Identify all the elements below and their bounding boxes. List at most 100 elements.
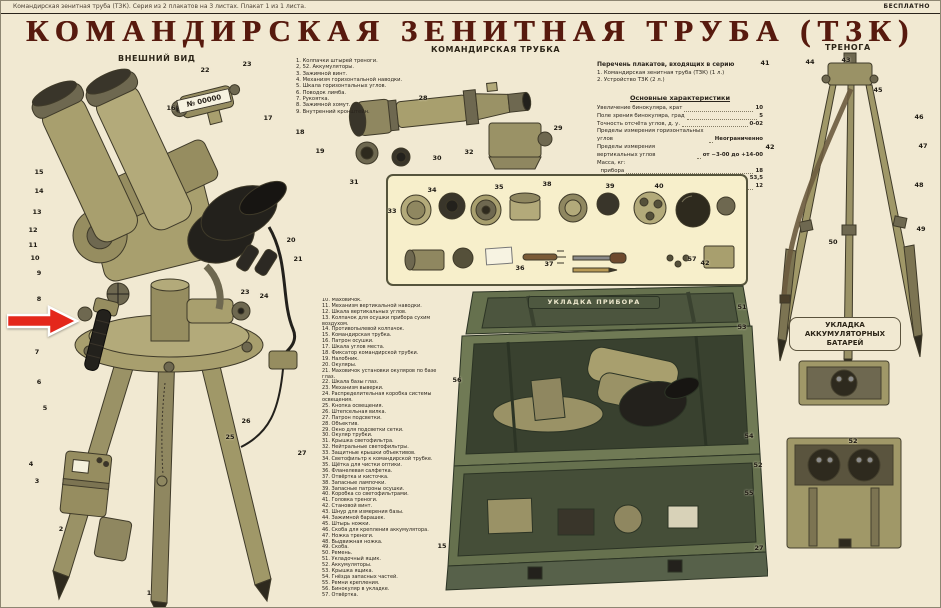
parts-list-item: 54. Гнёзда запасных частей. [322,573,398,580]
parts-list-item: 14. Противопылевой колпачок. [322,326,405,333]
case-illustration [445,285,768,591]
spec-value: 5 [759,112,763,119]
spec-leader [708,142,713,144]
header-bar: Командирская зенитная труба (ТЗК). Серия… [1,1,940,14]
parts-list-item: 47. Ножка треноги. [322,532,374,539]
spec-value: 0-02 [749,120,764,127]
parts-list-item: 3. Зажимной винт. [296,70,348,77]
parts-list-item: 13. Колпачок для осушки прибора сухим во… [322,314,431,327]
parts-list-item: 25. Кнопка освещения. [322,403,384,410]
parts-list-item: 57. Отвёртка. [322,591,359,598]
parts-list-item: 15. Командирская трубка. [322,332,392,339]
parts-list-item: 45. Штырь ножки. [322,520,371,527]
parts-list-item: 2, 52. Аккумуляторы. [296,64,355,71]
parts-list-item: 9. Внутренний кронштейн. [296,108,370,115]
spec-row: Поле зрения бинокуляра, град 5 [597,113,763,121]
spec-leader [684,110,754,112]
parts-list-item: 27. Патрон подсветки. [322,414,382,421]
series-item: 1. Командирская зенитная труба (ТЗК) (1 … [597,70,725,76]
parts-list-item: 51. Укладочный ящик. [322,556,381,563]
red-arrow-icon [7,304,79,338]
spec-row: Пределы измерения вертикальных углов от −… [597,144,763,160]
spec-value: 18 [755,167,763,174]
device-handle [84,297,120,371]
spec-row: Точность отсчёта углов, д. у. 0-02 [597,121,763,129]
header-right-text: БЕСПЛАТНО [883,3,930,10]
parts-list-item: 34. Светофильтр к командирской трубке. [322,456,433,463]
parts-list-item: 18. Фиксатор командирской трубки. [322,350,419,357]
header-left-text: Командирская зенитная труба (ТЗК). Серия… [13,3,307,10]
parts-list-item: 40. Коробка со светофильтрами. [322,491,409,498]
spec-leader [626,173,754,175]
parts-list-item: 37. Отвёртка и кисточка. [322,473,389,480]
spec-leader [696,157,701,159]
parts-list-item: 52. Аккумуляторы. [322,562,372,569]
spare-parts-illustration [400,191,736,273]
spec-label: Точность отсчёта углов, д. у. [597,120,681,127]
parts-list-top: 1. Колпачки штырей треноги.2, 52. Аккуму… [296,58,416,144]
parts-list-item: 12. Шкала вертикальных углов. [322,308,407,315]
parts-list-item: 55. Ремни крепления. [322,579,380,586]
parts-list-item: 8. Зажимной хомут. [296,102,351,109]
spec-row: Масса, кг: [597,160,763,168]
parts-list-item: 17. Шкала углов места. [322,344,385,351]
parts-list-item: 49. Скоба. [322,544,349,551]
parts-list-item: 35. Щётка для чистки оптики. [322,461,402,468]
parts-list-item: 21. Маховичок установки окуляров по базе… [322,367,437,380]
series-items: 1. Командирская зенитная труба (ТЗК) (1 … [597,70,763,84]
binocular-tubes [31,68,219,243]
parts-list-item: 36. Фланелевая салфетка. [322,467,393,474]
parts-list-item: 7. Рукоятка. [296,96,330,103]
spec-value: от −3-00 до +14-00 [702,151,763,158]
spec-label: Увеличение бинокуляра, крат [597,105,683,111]
parts-list-item: 42. Становой винт. [322,503,373,510]
spec-value: 53,5 [749,175,763,182]
parts-list-item: 31. Крышка светофильтра. [322,438,394,445]
parts-list-item: 38. Запасные лампочки. [322,479,386,486]
parts-list-item: 19. Налобник. [322,355,359,362]
parts-list-item: 46. Скоба для крепления аккумулятора. [322,526,429,533]
battery-packing-illustration [786,360,902,549]
spec-leader [682,126,748,128]
parts-list-item: 29. Окно для подсветки сетки. [322,426,404,433]
spec-label: Пределы измерения вертикальных углов [597,144,657,158]
series-item: 2. Устройство ТЗК (2 л.) [597,77,665,84]
parts-list-item: 53. Крышка ящика. [322,567,374,574]
parts-list-item: 1. Колпачки штырей треноги. [296,58,378,64]
parts-list-item: 4. Механизм горизонтальной наводки. [296,77,403,84]
parts-list-item: 32. Нейтральные светофильтры. [322,444,409,451]
spare-parts-panel [386,174,748,286]
callout-number: 31 [349,178,359,186]
poster-title: КОМАНДИРСКАЯ ЗЕНИТНАЯ ТРУБА (ТЗК) [25,13,916,48]
headrest [187,180,287,276]
parts-list-item: 6. Поводок лимба. [296,89,347,96]
series-list: Перечень плакатов, входящих в серию 1. К… [597,61,763,84]
parts-list-item: 24. Распределительная коробка системы ос… [322,391,432,404]
commander-tube-illustration [348,81,553,170]
parts-list-item: 20. Окуляры. [322,361,357,368]
parts-list-item: 10. Маховичок. [322,298,362,303]
spec-label: Масса, кг: [597,159,626,166]
spec-label: Поле зрения бинокуляра, град [597,112,685,119]
parts-list-item: 11. Механизм вертикальной наводки. [322,302,422,309]
parts-list-item: 50. Ремень. [322,550,353,557]
spec-leader [686,118,758,120]
spec-value: Неограниченно [714,136,763,143]
parts-list-item: 30. Окуляр трубки. [322,432,373,439]
section-label-commander-tube: КОМАНДИРСКАЯ ТРУБКА [431,45,561,54]
parts-list-item: 33. Защитные крышки объективов. [322,450,416,457]
spec-row: прибора 18 [597,168,763,176]
case-label-plate: УКЛАДКА ПРИБОРА [528,296,660,309]
parts-list-item: 44. Зажимной барашек. [322,514,386,521]
parts-list-item: 16. Патрон осушки. [322,338,374,345]
parts-list-item: 48. Выдвижная ножка. [322,538,383,545]
spec-label: прибора [597,167,625,174]
section-label-tripod: ТРЕНОГА [825,43,871,52]
parts-list-item: 23. Механизм выверки. [322,385,384,392]
parts-list-item: 41. Головка треноги. [322,497,378,504]
tripod-illustration [777,52,923,376]
series-title: Перечень плакатов, входящих в серию [597,61,735,68]
